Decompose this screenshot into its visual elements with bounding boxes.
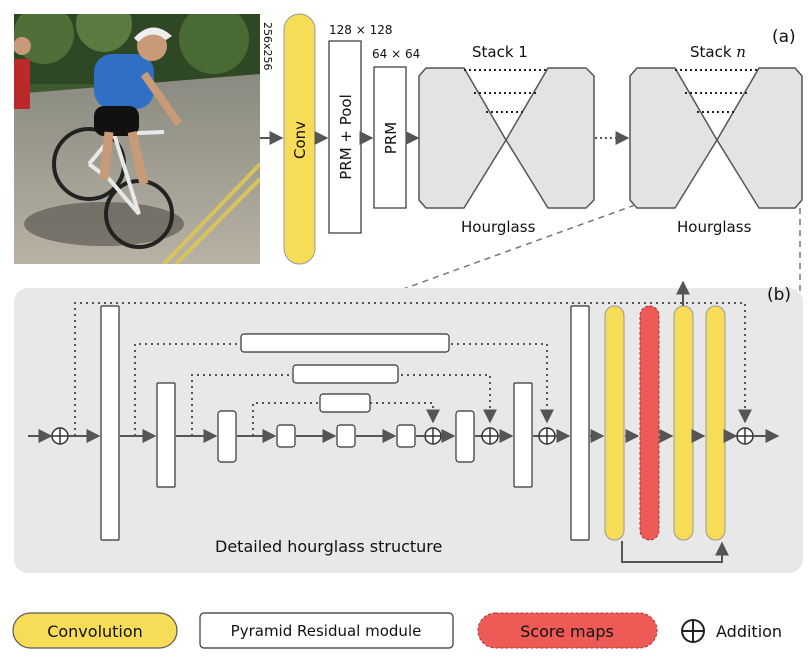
conv-block-label: Conv xyxy=(291,121,309,159)
prm-block-label: PRM xyxy=(382,122,400,154)
addition-node-level3 xyxy=(424,427,442,445)
head-conv-2 xyxy=(673,305,694,541)
prm-bottleneck-1 xyxy=(276,424,296,448)
prm-level2-down xyxy=(156,382,176,488)
zoom-line-left xyxy=(394,204,636,293)
prm-pool-block-label: PRM + Pool xyxy=(337,94,355,180)
input-size-label: 256x256 xyxy=(261,22,274,71)
prm-bottleneck-2 xyxy=(336,424,356,448)
legend-addition-label: Addition xyxy=(716,622,782,641)
stack1-hourglass-shape xyxy=(418,67,595,209)
stackn-title-var: n xyxy=(736,43,746,61)
addition-node-level1 xyxy=(538,427,556,445)
panel-b-label: (b) xyxy=(767,285,791,305)
prm-level1-up xyxy=(570,305,590,541)
hourglassn-caption: Hourglass xyxy=(677,218,752,236)
cyclist-photo xyxy=(13,0,262,266)
legend-convolution-swatch xyxy=(12,612,178,649)
prm-pool-block xyxy=(328,40,362,234)
prm-skip-level2 xyxy=(292,364,399,384)
hourglass1-caption: Hourglass xyxy=(461,218,536,236)
head-conv-1 xyxy=(604,305,625,541)
prm-level3-down xyxy=(217,410,237,463)
prm-skip-level3 xyxy=(319,393,371,413)
legend-prm-label: Pyramid Residual module xyxy=(231,622,422,640)
prm-level3-up xyxy=(455,410,475,463)
prm-level2-up xyxy=(513,382,533,488)
bottom-skip-path xyxy=(621,541,729,563)
skip-level3-dotted xyxy=(252,402,440,436)
input-photo xyxy=(13,0,262,266)
panel-a-label: (a) xyxy=(772,27,796,47)
addition-node-output xyxy=(736,427,754,445)
prm-skip-level1 xyxy=(240,333,450,353)
head-score-maps xyxy=(639,305,660,541)
addition-node-level2 xyxy=(481,427,499,445)
stackn-title-text: Stack xyxy=(690,43,736,61)
legend-score-maps-swatch xyxy=(477,612,658,649)
legend-score-maps-label: Score maps xyxy=(520,622,614,641)
legend-prm-swatch xyxy=(199,612,454,649)
legend-convolution-label: Convolution xyxy=(47,622,143,641)
panel-b-caption: Detailed hourglass structure xyxy=(215,537,442,556)
prm-size-label: 64 × 64 xyxy=(372,47,420,61)
addition-node-input xyxy=(51,427,69,445)
head-conv-3 xyxy=(705,305,726,541)
prm-level1-down xyxy=(100,305,120,541)
stackn-hourglass-shape xyxy=(629,67,803,209)
stack1-title: Stack 1 xyxy=(472,43,528,61)
prm-pool-size-label: 128 × 128 xyxy=(329,23,393,37)
legend-addition-icon xyxy=(681,619,705,643)
stackn-title: Stack n xyxy=(690,43,746,61)
prm-bottleneck-3 xyxy=(396,424,416,448)
outer-skip-dotted xyxy=(74,302,752,436)
